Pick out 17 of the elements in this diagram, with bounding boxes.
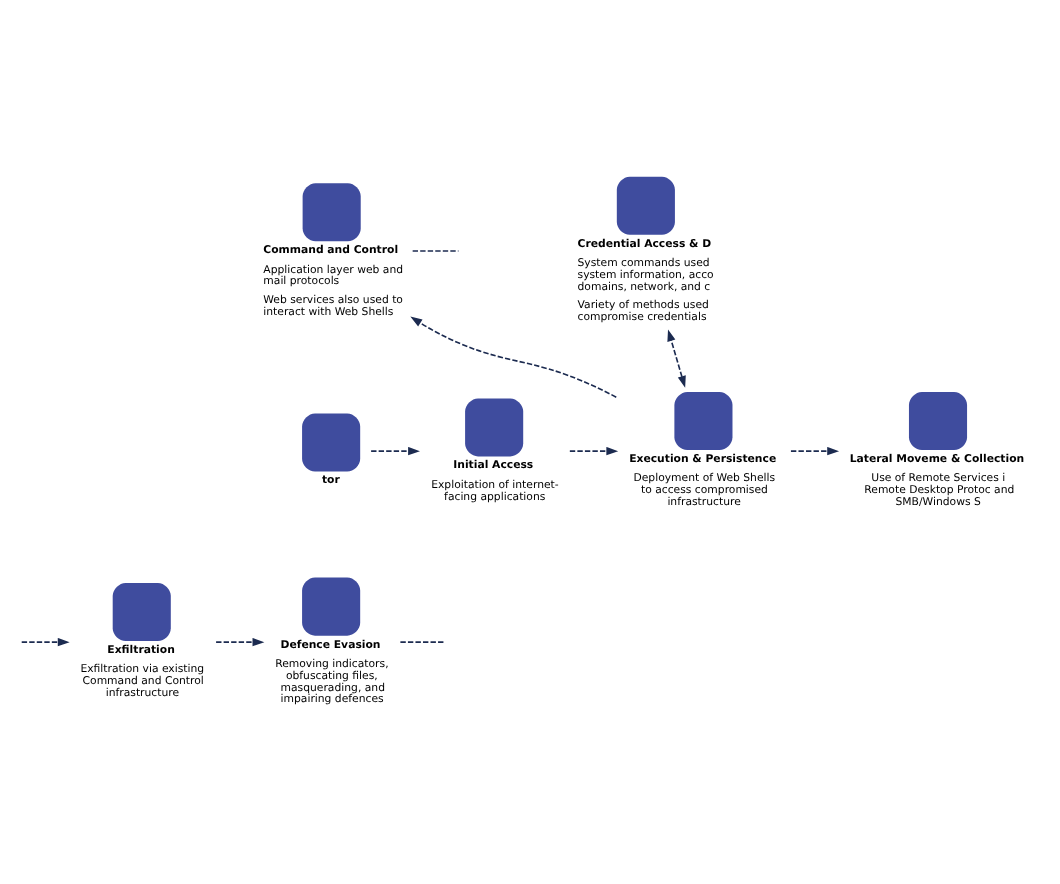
arrow <box>215 638 265 647</box>
arrow <box>790 447 840 456</box>
node-box <box>674 391 733 451</box>
node-box <box>908 391 968 451</box>
arrow <box>667 329 686 388</box>
connector <box>411 250 460 252</box>
node-box <box>616 176 675 235</box>
arrow <box>569 447 619 456</box>
node-box <box>112 582 171 642</box>
node-box <box>465 398 524 457</box>
node-box <box>302 577 361 636</box>
arrow <box>370 447 420 456</box>
node-box <box>302 413 361 472</box>
arrow <box>20 638 70 647</box>
node-box <box>302 183 361 242</box>
arrow <box>410 316 618 398</box>
connector <box>399 641 447 643</box>
